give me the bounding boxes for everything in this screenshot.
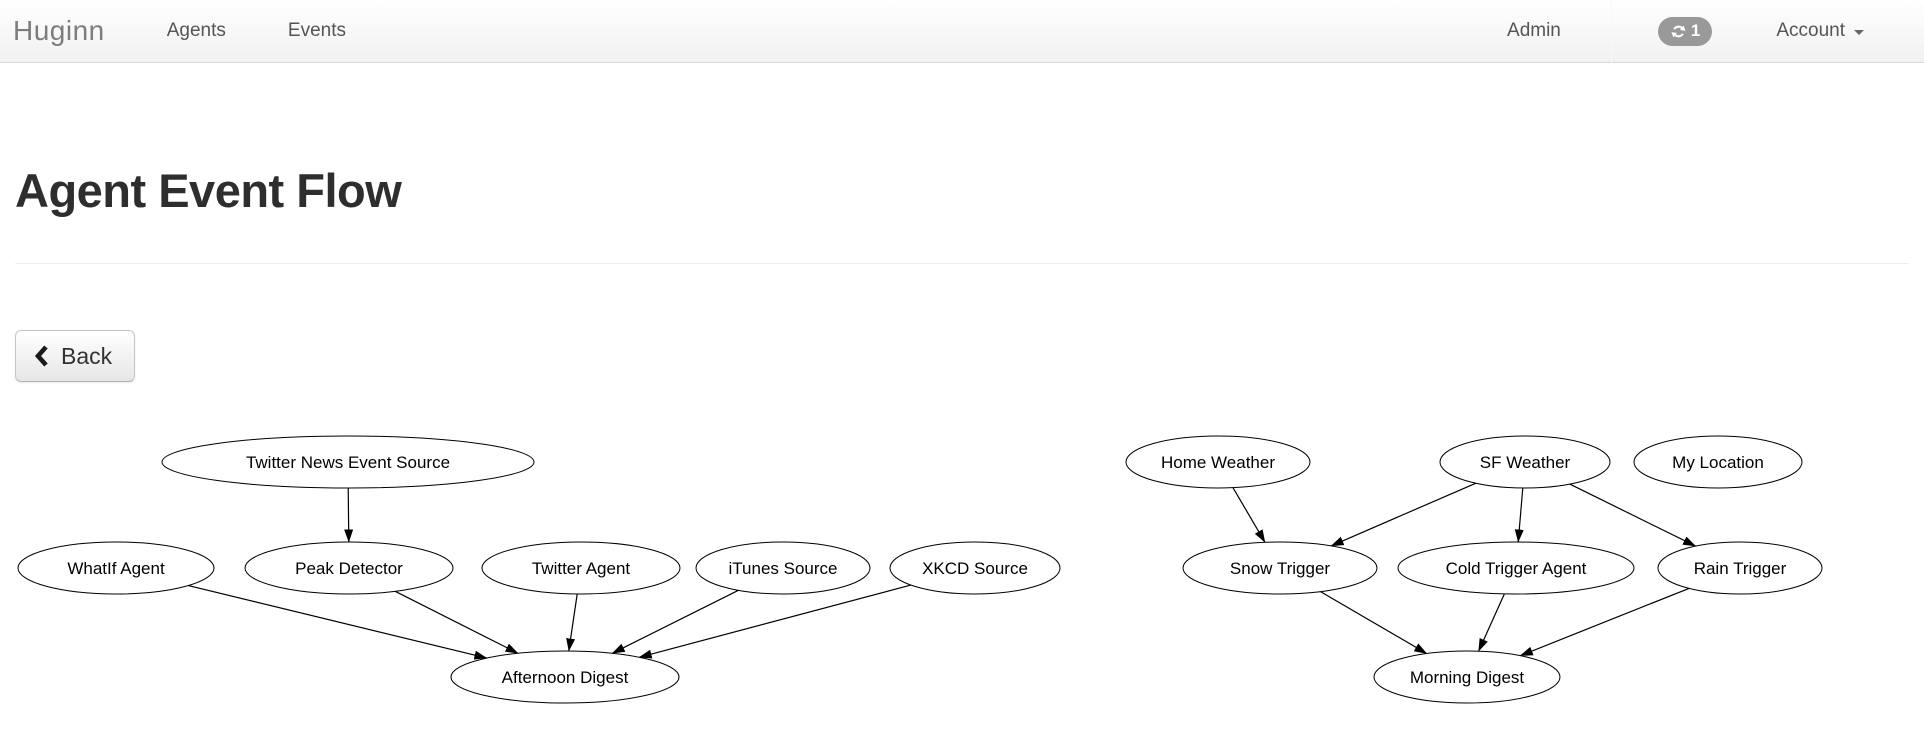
graph-edge-twitter_agent-afternoon <box>566 593 578 652</box>
graph-edge-home_weather-snow <box>1232 487 1266 543</box>
page-title: Agent Event Flow <box>15 164 402 217</box>
graph-node-label: Rain Trigger <box>1694 559 1787 578</box>
graph-node-morning: Morning Digest <box>1373 650 1561 704</box>
graph-node-label: iTunes Source <box>729 559 838 578</box>
graph-edge-cold-morning <box>1478 593 1505 652</box>
graph-node-afternoon: Afternoon Digest <box>450 650 680 704</box>
nav-link-admin[interactable]: Admin <box>1507 20 1561 41</box>
graph-edge-sf_weather-rain <box>1569 483 1697 547</box>
graph-node-label: WhatIf Agent <box>67 559 165 578</box>
graph-node-label: Twitter News Event Source <box>246 453 450 472</box>
graph-node-label: Snow Trigger <box>1230 559 1330 578</box>
graph-node-label: Afternoon Digest <box>502 668 629 687</box>
graph-edge-sf_weather-snow <box>1330 482 1477 547</box>
graph-node-my_location: My Location <box>1633 435 1803 489</box>
graph-edge-whatif-afternoon <box>188 585 488 660</box>
graph-node-label: Cold Trigger Agent <box>1446 559 1587 578</box>
back-button[interactable]: Back <box>15 330 136 382</box>
graph-node-twitter_news: Twitter News Event Source <box>161 435 535 489</box>
graph-edge-rain-morning <box>1519 587 1690 657</box>
graph-node-label: Home Weather <box>1161 453 1275 472</box>
graph-edge-peak-afternoon <box>394 590 519 654</box>
graph-node-sf_weather: SF Weather <box>1439 435 1611 489</box>
graph-node-twitter_agent: Twitter Agent <box>481 541 681 595</box>
graph-node-rain: Rain Trigger <box>1657 541 1823 595</box>
graph-node-label: XKCD Source <box>922 559 1028 578</box>
account-menu[interactable]: Account <box>1776 20 1864 42</box>
navbar-vertical-divider <box>1610 0 1612 63</box>
navbar-right: Admin 1 Account <box>1507 0 1924 63</box>
graph-node-itunes: iTunes Source <box>695 541 871 595</box>
graph-edge-xkcd-afternoon <box>638 584 911 659</box>
graph-edge-itunes-afternoon <box>611 589 739 654</box>
graph-node-xkcd: XKCD Source <box>889 541 1061 595</box>
graph-node-label: Peak Detector <box>295 559 403 578</box>
brand-logo[interactable]: Huginn <box>13 15 105 46</box>
graph-edge-snow-morning <box>1320 591 1428 655</box>
graph-node-label: Twitter Agent <box>532 559 631 578</box>
graph-edge-sf_weather-cold <box>1514 487 1524 543</box>
graph-node-cold: Cold Trigger Agent <box>1397 541 1635 595</box>
job-queue-badge[interactable]: 1 <box>1657 16 1713 46</box>
graph-node-peak: Peak Detector <box>244 541 454 595</box>
back-chevron-icon <box>34 344 49 368</box>
graph-edge-twitter_news-peak <box>344 487 354 543</box>
badge-count: 1 <box>1690 21 1701 40</box>
graph-node-home_weather: Home Weather <box>1125 435 1311 489</box>
graph-node-whatif: WhatIf Agent <box>17 541 215 595</box>
graph-node-snow: Snow Trigger <box>1182 541 1378 595</box>
graph-node-label: Morning Digest <box>1410 668 1525 687</box>
back-label: Back <box>61 342 113 369</box>
graph-node-label: SF Weather <box>1480 453 1571 472</box>
account-label: Account <box>1776 20 1845 41</box>
nav-link-agents[interactable]: Agents <box>166 20 226 41</box>
nav-link-events[interactable]: Events <box>287 20 346 41</box>
graph-node-label: My Location <box>1672 453 1764 472</box>
title-divider <box>15 263 1909 264</box>
page-content: Agent Event Flow Back <box>0 167 1924 382</box>
refresh-icon <box>1670 23 1687 40</box>
caret-down-icon <box>1854 30 1864 35</box>
navbar: Huginn Agents Events Admin 1 Account <box>0 0 1924 63</box>
